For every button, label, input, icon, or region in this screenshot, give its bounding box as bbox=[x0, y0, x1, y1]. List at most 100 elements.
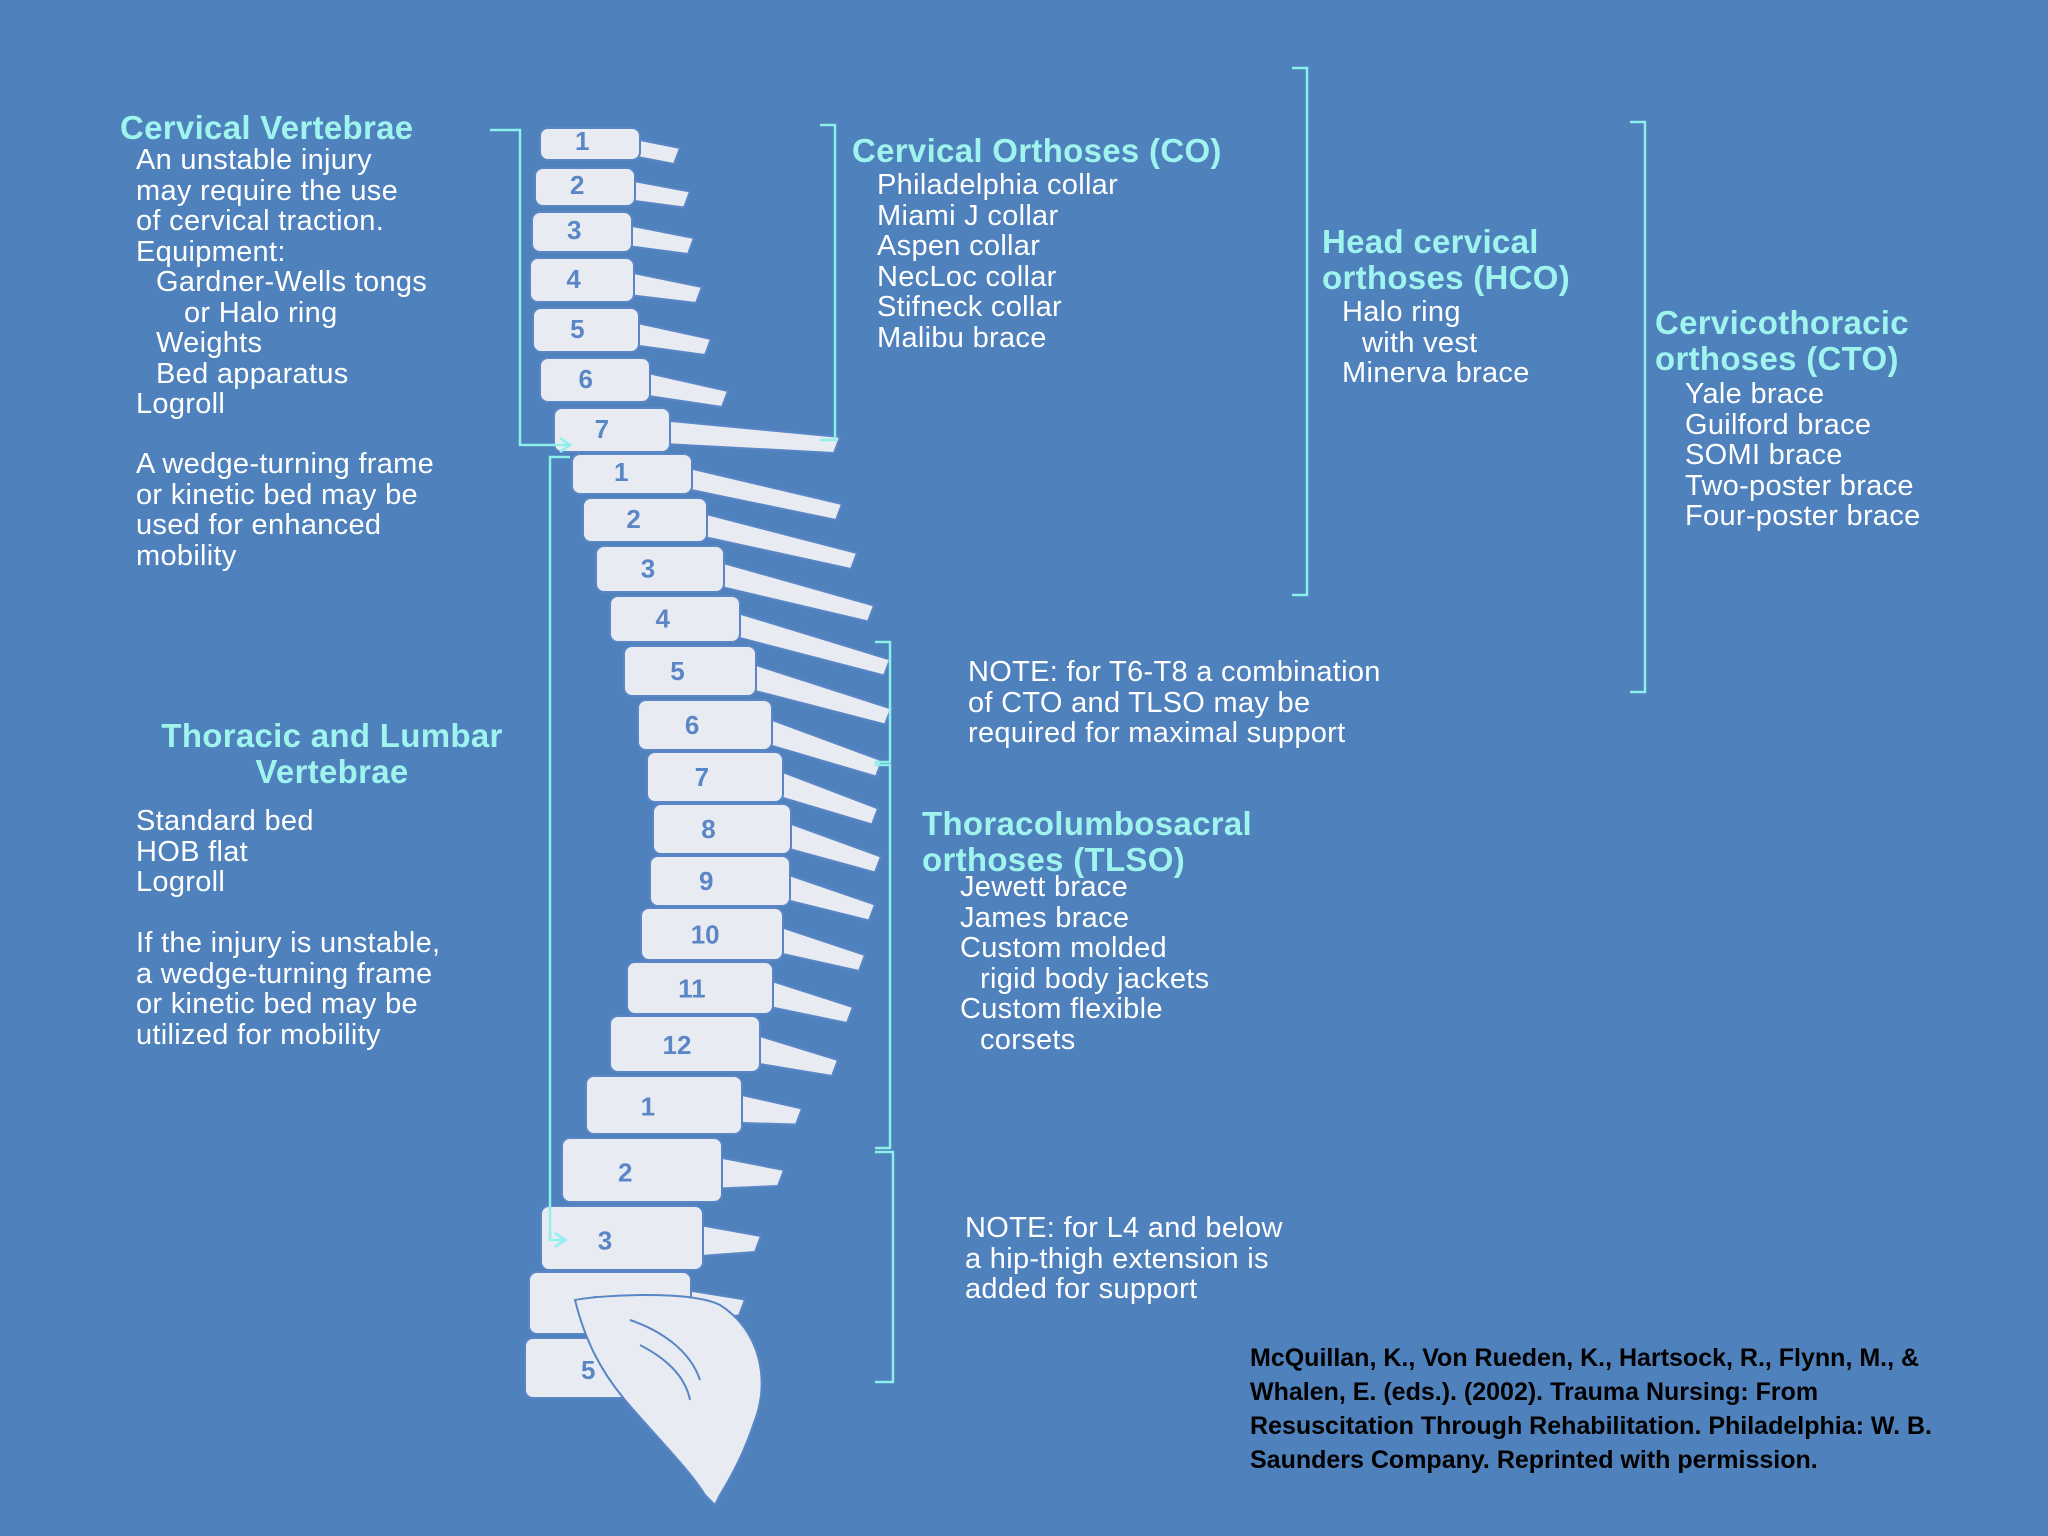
lumbar-vertebra-label: 1 bbox=[641, 1091, 655, 1121]
cervical-line: Logroll bbox=[136, 388, 226, 420]
thoracic-note-line: If the injury is unstable, bbox=[136, 927, 441, 959]
cervical-vertebrae-text: An unstable injury may require the use o… bbox=[136, 145, 427, 420]
cervical-vertebra-label: 2 bbox=[570, 170, 584, 200]
spine-illustration: 123456712345678910111212345 bbox=[524, 126, 893, 1507]
note-l4-line: a hip-thigh extension is bbox=[965, 1242, 1269, 1275]
thoracic-vertebra-body bbox=[626, 961, 774, 1015]
cto-heading-line: Cervicothoracic bbox=[1655, 304, 1909, 341]
cto-heading: Cervicothoracic orthoses (CTO) bbox=[1655, 305, 1909, 377]
note-l4-line: NOTE: for L4 and below bbox=[965, 1212, 1283, 1244]
hco-item: Halo ring bbox=[1342, 296, 1461, 328]
co-item: Malibu brace bbox=[877, 321, 1047, 354]
cto-bracket bbox=[1630, 120, 1647, 694]
cervical-vertebra-label: 6 bbox=[579, 364, 593, 394]
note-t6-t8: NOTE: for T6-T8 a combination of CTO and… bbox=[968, 657, 1381, 749]
thoracic-vertebra-label: 5 bbox=[670, 656, 684, 686]
note-t6-t8-line: of CTO and TLSO may be bbox=[968, 686, 1311, 719]
thoracic-note-line: a wedge-turning frame bbox=[136, 957, 433, 990]
cervical-vertebra-body bbox=[539, 357, 651, 403]
thoracic-vertebra-label: 4 bbox=[656, 603, 671, 633]
thoracic-vertebra-body bbox=[571, 453, 693, 495]
cervical-line: Bed apparatus bbox=[156, 357, 349, 390]
cto-item: Two-poster brace bbox=[1685, 469, 1914, 502]
citation-line: Whalen, E. (eds.). (2002). Trauma Nursin… bbox=[1250, 1378, 1819, 1406]
thoracic-line: Logroll bbox=[136, 866, 226, 898]
cervical-note-line: used for enhanced bbox=[136, 509, 382, 541]
tlso-item: Custom molded bbox=[960, 932, 1167, 964]
hco-heading-line: orthoses (HCO) bbox=[1322, 259, 1571, 296]
hco-list: Halo ring with vest Minerva brace bbox=[1342, 297, 1530, 389]
thoracic-vertebra-label: 10 bbox=[691, 919, 720, 949]
lumbar-vertebra-label: 2 bbox=[618, 1158, 632, 1188]
note-t6-t8-line: NOTE: for T6-T8 a combination bbox=[968, 656, 1381, 688]
co-heading: Cervical Orthoses (CO) bbox=[852, 132, 1222, 169]
thoracic-vertebra-body bbox=[609, 595, 741, 643]
citation: McQuillan, K., Von Rueden, K., Hartsock,… bbox=[1250, 1341, 1932, 1477]
t6-t8-bracket bbox=[875, 640, 892, 764]
cervical-line: Gardner-Wells tongs bbox=[156, 266, 428, 298]
lumbar-vertebra-label: 3 bbox=[598, 1226, 612, 1256]
note-l4-line: added for support bbox=[965, 1273, 1198, 1305]
tlso-item: James brace bbox=[960, 901, 1130, 934]
lumbar-vertebra-label: 5 bbox=[581, 1355, 595, 1385]
cervical-vertebra-body bbox=[539, 127, 641, 161]
tlso-item: corsets bbox=[980, 1023, 1076, 1056]
thoracic-vertebra-label: 1 bbox=[614, 457, 628, 487]
co-item: Miami J collar bbox=[877, 199, 1059, 232]
thoracic-vertebra-label: 11 bbox=[678, 973, 706, 1003]
cervical-line: Equipment: bbox=[136, 235, 286, 268]
co-bracket bbox=[820, 123, 837, 442]
co-list: Philadelphia collar Miami J collar Aspen… bbox=[877, 170, 1118, 353]
cervical-vertebra-body bbox=[531, 211, 633, 253]
brackets bbox=[490, 66, 1647, 1384]
citation-line: McQuillan, K., Von Rueden, K., Hartsock,… bbox=[1250, 1344, 1920, 1372]
thoracic-vertebra-label: 8 bbox=[701, 814, 715, 844]
cervical-vertebra-process bbox=[649, 417, 842, 455]
thoracic-vertebra-body bbox=[652, 803, 792, 855]
thoracic-lumbar-heading-line: Vertebrae bbox=[255, 753, 409, 790]
tlso-heading-line: orthoses (TLSO) bbox=[922, 841, 1186, 878]
thoracic-vertebra-body bbox=[646, 751, 784, 803]
co-item: Philadelphia collar bbox=[877, 169, 1119, 201]
cervical-vertebrae-bracket bbox=[490, 128, 570, 447]
l4-bracket bbox=[875, 1150, 895, 1384]
co-item: NecLoc collar bbox=[877, 260, 1057, 293]
co-item: Stifneck collar bbox=[877, 291, 1063, 323]
cervical-note-line: mobility bbox=[136, 539, 237, 572]
cervical-vertebra-body bbox=[529, 257, 635, 303]
cervical-note: A wedge-turning frame or kinetic bed may… bbox=[136, 449, 434, 571]
thoracic-vertebra-label: 3 bbox=[641, 553, 655, 583]
cto-item: SOMI brace bbox=[1685, 439, 1843, 471]
cervical-vertebrae-heading: Cervical Vertebrae bbox=[120, 109, 414, 146]
sacrum bbox=[573, 1294, 763, 1507]
hco-item: with vest bbox=[1362, 326, 1478, 359]
tlso-item: Jewett brace bbox=[960, 871, 1129, 903]
thoracic-vertebra-body bbox=[637, 699, 773, 751]
thoracic-vertebra-label: 2 bbox=[626, 504, 640, 534]
cto-list: Yale brace Guilford brace SOMI brace Two… bbox=[1685, 379, 1921, 532]
citation-line: Resuscitation Through Rehabilitation. Ph… bbox=[1250, 1412, 1932, 1440]
tlso-item: Custom flexible bbox=[960, 993, 1163, 1025]
tlso-heading-line: Thoracolumbosacral bbox=[922, 805, 1252, 842]
cto-item: Guilford brace bbox=[1685, 408, 1872, 441]
cervical-line: or Halo ring bbox=[184, 296, 338, 329]
hco-heading: Head cervical orthoses (HCO) bbox=[1322, 224, 1570, 296]
lumbar-vertebra-body bbox=[561, 1137, 723, 1203]
thoracic-note-line: utilized for mobility bbox=[136, 1018, 381, 1051]
thoracic-vertebra-body bbox=[582, 497, 708, 543]
thoracic-vertebra-body bbox=[640, 907, 784, 961]
thoracic-lumbar-bracket bbox=[548, 455, 570, 1242]
cervical-line: may require the use bbox=[136, 174, 398, 207]
hco-item: Minerva brace bbox=[1342, 357, 1530, 389]
cervical-line: Weights bbox=[156, 327, 263, 359]
citation-line: Saunders Company. Reprinted with permiss… bbox=[1250, 1446, 1818, 1474]
lumbar-vertebra-body bbox=[540, 1205, 704, 1271]
thoracic-lumbar-note: If the injury is unstable, a wedge-turni… bbox=[136, 928, 440, 1050]
cervical-vertebra-label: 5 bbox=[570, 314, 584, 344]
thoracic-vertebra-body bbox=[649, 855, 791, 907]
cervical-vertebra-body bbox=[553, 407, 671, 453]
cervical-line: An unstable injury bbox=[136, 144, 372, 176]
cto-item: Four-poster brace bbox=[1685, 500, 1921, 532]
tlso-heading: Thoracolumbosacral orthoses (TLSO) bbox=[922, 806, 1252, 878]
